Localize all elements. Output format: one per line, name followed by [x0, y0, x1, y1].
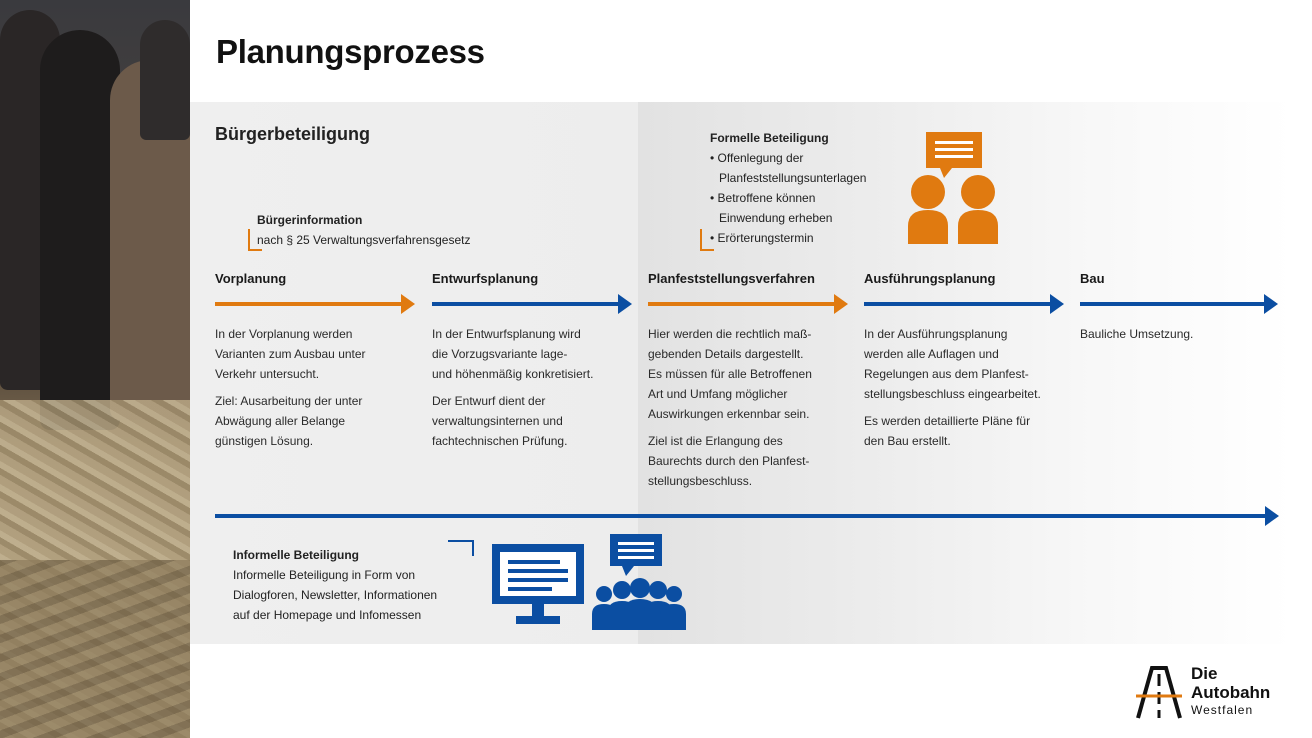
desc-line: die Vorzugsvariante lage-	[432, 347, 568, 361]
desc-line: Abwägung aller Belange	[215, 414, 346, 428]
formelle-item: Einwendung erheben	[719, 211, 833, 225]
desc-line: werden alle Auflagen und	[864, 347, 999, 361]
phase-arrow-entwurfsplanung	[432, 294, 632, 314]
desc-line: In der Entwurfsplanung wird	[432, 327, 581, 341]
desc-line: Es müssen für alle Betroffenen	[648, 367, 812, 381]
desc-line: Regelungen aus dem Planfest-	[864, 367, 1029, 381]
desc-line: stellungsbeschluss.	[648, 474, 753, 488]
formelle-item: • Offenlegung der	[710, 151, 804, 165]
desc-line: Verkehr untersucht.	[215, 367, 320, 381]
informelle-beteiligung-heading: Informelle Beteiligung	[233, 548, 360, 562]
phase-description-entwurfsplanung: In der Entwurfsplanung wird die Vorzugsva…	[432, 324, 593, 458]
autobahn-logo-icon	[1136, 666, 1182, 719]
phase-description-ausfuehrungsplanung: In der Ausführungsplanung werden alle Auf…	[864, 324, 1041, 458]
monitor-icon	[492, 544, 584, 624]
desc-line: Ziel ist die Erlangung des	[648, 434, 783, 448]
desc-line: In der Ausführungsplanung	[864, 327, 1008, 341]
desc-line: Ziel: Ausarbeitung der unter	[215, 394, 363, 408]
logo-line-3: Westfalen	[1191, 703, 1254, 717]
desc-line: Baurechts durch den Planfest-	[648, 454, 810, 468]
discussion-people-icon	[908, 132, 998, 244]
phase-arrow-bau	[1080, 294, 1280, 314]
informelle-line: Informelle Beteiligung in Form von	[233, 568, 416, 582]
phase-arrow-vorplanung	[215, 294, 415, 314]
desc-line: verwaltungsinternen und	[432, 414, 563, 428]
formelle-item: • Betroffene können	[710, 191, 816, 205]
desc-line: fachtechnischen Prüfung.	[432, 434, 568, 448]
phase-label-planfeststellungsverfahren: Planfeststellungsverfahren	[648, 271, 815, 286]
desc-line: gebenden Details dargestellt.	[648, 347, 804, 361]
desc-line: und höhenmäßig konkretisiert.	[432, 367, 594, 381]
phase-arrow-planfeststellungsverfahren	[648, 294, 848, 314]
desc-line: Bauliche Umsetzung.	[1080, 327, 1194, 341]
desc-line: Art und Umfang möglicher	[648, 387, 788, 401]
formelle-beteiligung-note: Formelle Beteiligung • Offenlegung der P…	[710, 128, 866, 248]
phase-description-planfeststellungsverfahren: Hier werden die rechtlich maß-gebenden D…	[648, 324, 812, 498]
page-title: Planungsprozess	[216, 33, 485, 70]
desc-line: Auswirkungen erkennbar sein.	[648, 407, 810, 421]
formelle-beteiligung-heading: Formelle Beteiligung	[710, 131, 829, 145]
logo-line-2: Autobahn	[1191, 683, 1271, 702]
desc-line: Varianten zum Ausbau unter	[215, 347, 366, 361]
desc-line: Hier werden die rechtlich maß-	[648, 327, 812, 341]
desc-line: günstigen Lösung.	[215, 434, 314, 448]
formelle-item: Planfeststellungsunterlagen	[719, 171, 867, 185]
desc-line: Der Entwurf dient der	[432, 394, 546, 408]
informelle-beteiligung-bracket	[448, 540, 474, 556]
desc-line: stellungsbeschluss eingearbeitet.	[864, 387, 1041, 401]
informelle-line: Dialogforen, Newsletter, Informationen	[233, 588, 438, 602]
desc-line: Es werden detaillierte Pläne für	[864, 414, 1031, 428]
background-photo	[0, 0, 190, 738]
buergerinformation-bracket	[248, 229, 262, 251]
phase-arrow-ausfuehrungsplanung	[864, 294, 1064, 314]
audience-group-icon	[592, 534, 686, 630]
desc-line: den Bau erstellt.	[864, 434, 951, 448]
informelle-line: auf der Homepage und Infomessen	[233, 608, 422, 622]
desc-line: In der Vorplanung werden	[215, 327, 353, 341]
phase-label-ausfuehrungsplanung: Ausführungsplanung	[864, 271, 996, 286]
autobahn-logo-text: Die Autobahn Westfalen	[1191, 664, 1270, 718]
formelle-item: • Erörterungstermin	[710, 231, 814, 245]
phase-label-bau: Bau	[1080, 271, 1105, 286]
logo-line-1: Die	[1191, 664, 1218, 683]
phase-label-vorplanung: Vorplanung	[215, 271, 287, 286]
formelle-beteiligung-bracket	[700, 229, 714, 251]
buergerinformation-text: nach § 25 Verwaltungsverfahrensgesetz	[257, 233, 471, 247]
buergerinformation-note: Bürgerinformation nach § 25 Verwaltungsv…	[257, 210, 470, 250]
phase-label-entwurfsplanung: Entwurfsplanung	[432, 271, 539, 286]
informelle-beteiligung-note: Informelle Beteiligung Informelle Beteil…	[233, 545, 437, 625]
buergerinformation-heading: Bürgerinformation	[257, 213, 363, 227]
section-title: Bürgerbeteiligung	[215, 124, 371, 144]
informelle-beteiligung-arrow	[215, 506, 1280, 526]
phase-description-bau: Bauliche Umsetzung.	[1080, 324, 1193, 351]
